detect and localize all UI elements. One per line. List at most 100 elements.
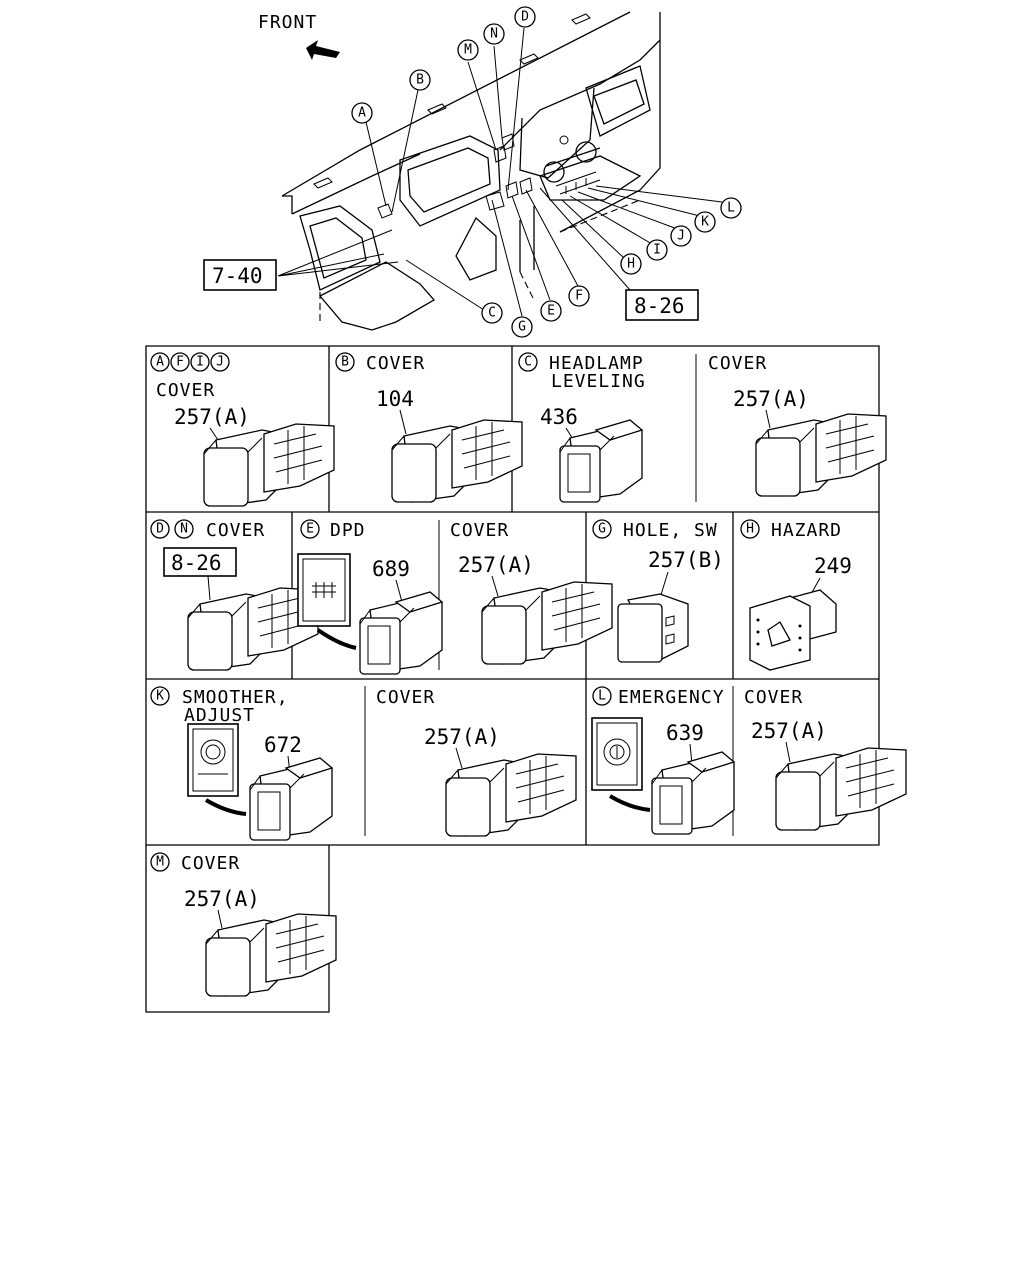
panel-c-cover-part: 257(A) (733, 387, 809, 411)
panel-c-title-line2: LEVELING (551, 371, 646, 392)
panel-l-title: EMERGENCY (618, 687, 725, 708)
switch-cover-illustration (445, 753, 577, 837)
letter-b: B (341, 355, 349, 370)
svg-text:F: F (176, 355, 184, 370)
svg-text:B: B (416, 73, 424, 88)
svg-text:I: I (196, 355, 204, 370)
panel-l-cover-part: 257(A) (751, 719, 827, 743)
panel-dn: D N COVER 8-26 (150, 519, 319, 671)
panel-g: G HOLE, SW 257(B) (592, 519, 724, 663)
svg-text:F: F (575, 289, 583, 304)
panel-k-part: 672 (264, 733, 302, 757)
panel-k: K SMOOTHER, ADJUST 672 COVER 257(A) (150, 686, 577, 841)
panel-dn-ref: 8-26 (171, 551, 222, 575)
panel-e-cover-title: COVER (450, 520, 509, 541)
front-label: FRONT (258, 12, 317, 33)
dpd-label-plate (297, 553, 351, 627)
hazard-triangle-icon (767, 621, 791, 647)
callout-m: M (457, 39, 479, 61)
panel-c-part: 436 (540, 405, 578, 429)
ref-box-7-40 (203, 259, 277, 291)
svg-text:G: G (518, 320, 526, 335)
letter-k: K (156, 689, 164, 704)
callout-b: B (409, 69, 431, 91)
letter-circles-afij: A F I J (150, 352, 230, 372)
svg-text:L: L (727, 201, 735, 216)
letter-g: G (598, 522, 606, 537)
smoother-label-plate (187, 723, 239, 797)
ref-label-8-26: 8-26 (634, 294, 685, 318)
panel-c-cover-title: COVER (708, 353, 767, 374)
callout-l: L (720, 197, 742, 219)
switch-cover-illustration (203, 423, 335, 507)
callout-e: E (540, 300, 562, 322)
parts-grid (145, 345, 880, 1013)
panel-l-part: 639 (666, 721, 704, 745)
switch-cover-illustration (755, 413, 887, 497)
switch-cover-illustration (391, 419, 523, 503)
panel-b: B COVER 104 (335, 352, 523, 503)
dpd-symbol-icon (312, 582, 336, 598)
panel-afij: A F I J COVER 257(A) (150, 352, 335, 507)
ref-label-7-40: 7-40 (212, 264, 263, 288)
panel-k-cover-part: 257(A) (424, 725, 500, 749)
panel-h: H HAZARD 249 (740, 519, 852, 671)
callout-a: A (351, 102, 373, 124)
svg-text:A: A (156, 355, 164, 370)
ref-box-8-26 (625, 289, 699, 321)
svg-text:J: J (216, 355, 224, 370)
panel-h-part: 249 (814, 554, 852, 578)
switch-cover-illustration (205, 913, 337, 997)
svg-text:D: D (521, 10, 529, 25)
svg-text:N: N (490, 27, 498, 42)
panel-m-part: 257(A) (184, 887, 260, 911)
panel-h-title: HAZARD (771, 520, 842, 541)
callout-j: J (670, 225, 692, 247)
panel-dn-title: COVER (206, 520, 265, 541)
letter-h: H (746, 522, 754, 537)
panel-c: C HEADLAMP LEVELING 436 COVER 257(A) (518, 352, 887, 503)
panel-b-part: 104 (376, 387, 414, 411)
svg-text:J: J (677, 229, 685, 244)
callout-i: I (646, 239, 668, 261)
callout-f: F (568, 285, 590, 307)
smoother-dial-icon (200, 739, 226, 765)
panel-k-title-line1: SMOOTHER, (182, 687, 289, 708)
panel-g-part: 257(B) (648, 548, 724, 572)
panel-m: M COVER 257(A) (150, 852, 337, 997)
ref-box-dn (163, 547, 237, 577)
svg-text:M: M (464, 43, 472, 58)
pointer-arrow-icon (204, 798, 247, 816)
panel-b-title: COVER (366, 353, 425, 374)
dashboard-overview: FRONT 7-40 8-26 (203, 6, 742, 338)
dpd-switch-illustration (359, 591, 443, 675)
callout-k: K (694, 211, 716, 233)
svg-text:D: D (156, 522, 164, 537)
front-arrow-icon (306, 40, 340, 60)
letter-c: C (524, 355, 532, 370)
svg-text:I: I (653, 243, 661, 258)
callout-d: D (514, 6, 536, 28)
panel-afij-part: 257(A) (174, 405, 250, 429)
callout-n: N (483, 23, 505, 45)
svg-text:C: C (488, 306, 496, 321)
callout-h: H (620, 253, 642, 275)
pointer-arrow-icon (316, 628, 357, 650)
svg-text:E: E (547, 304, 555, 319)
callout-c: C (481, 302, 503, 324)
letter-m: M (156, 855, 164, 870)
svg-text:A: A (358, 106, 366, 121)
svg-text:K: K (701, 215, 709, 230)
panel-c-title-line1: HEADLAMP (549, 353, 644, 374)
switch-cover-illustration (481, 581, 613, 665)
smoother-switch-illustration (249, 757, 333, 841)
hole-cover-illustration (617, 593, 689, 663)
panel-l-cover-title: COVER (744, 687, 803, 708)
callout-g: G (511, 316, 533, 338)
panel-e: E DPD 689 COVER 257(A) (297, 519, 613, 675)
panel-e-part: 689 (372, 557, 410, 581)
hazard-switch-illustration (749, 589, 837, 671)
panel-k-cover-title: COVER (376, 687, 435, 708)
panel-e-title: DPD (330, 520, 366, 541)
